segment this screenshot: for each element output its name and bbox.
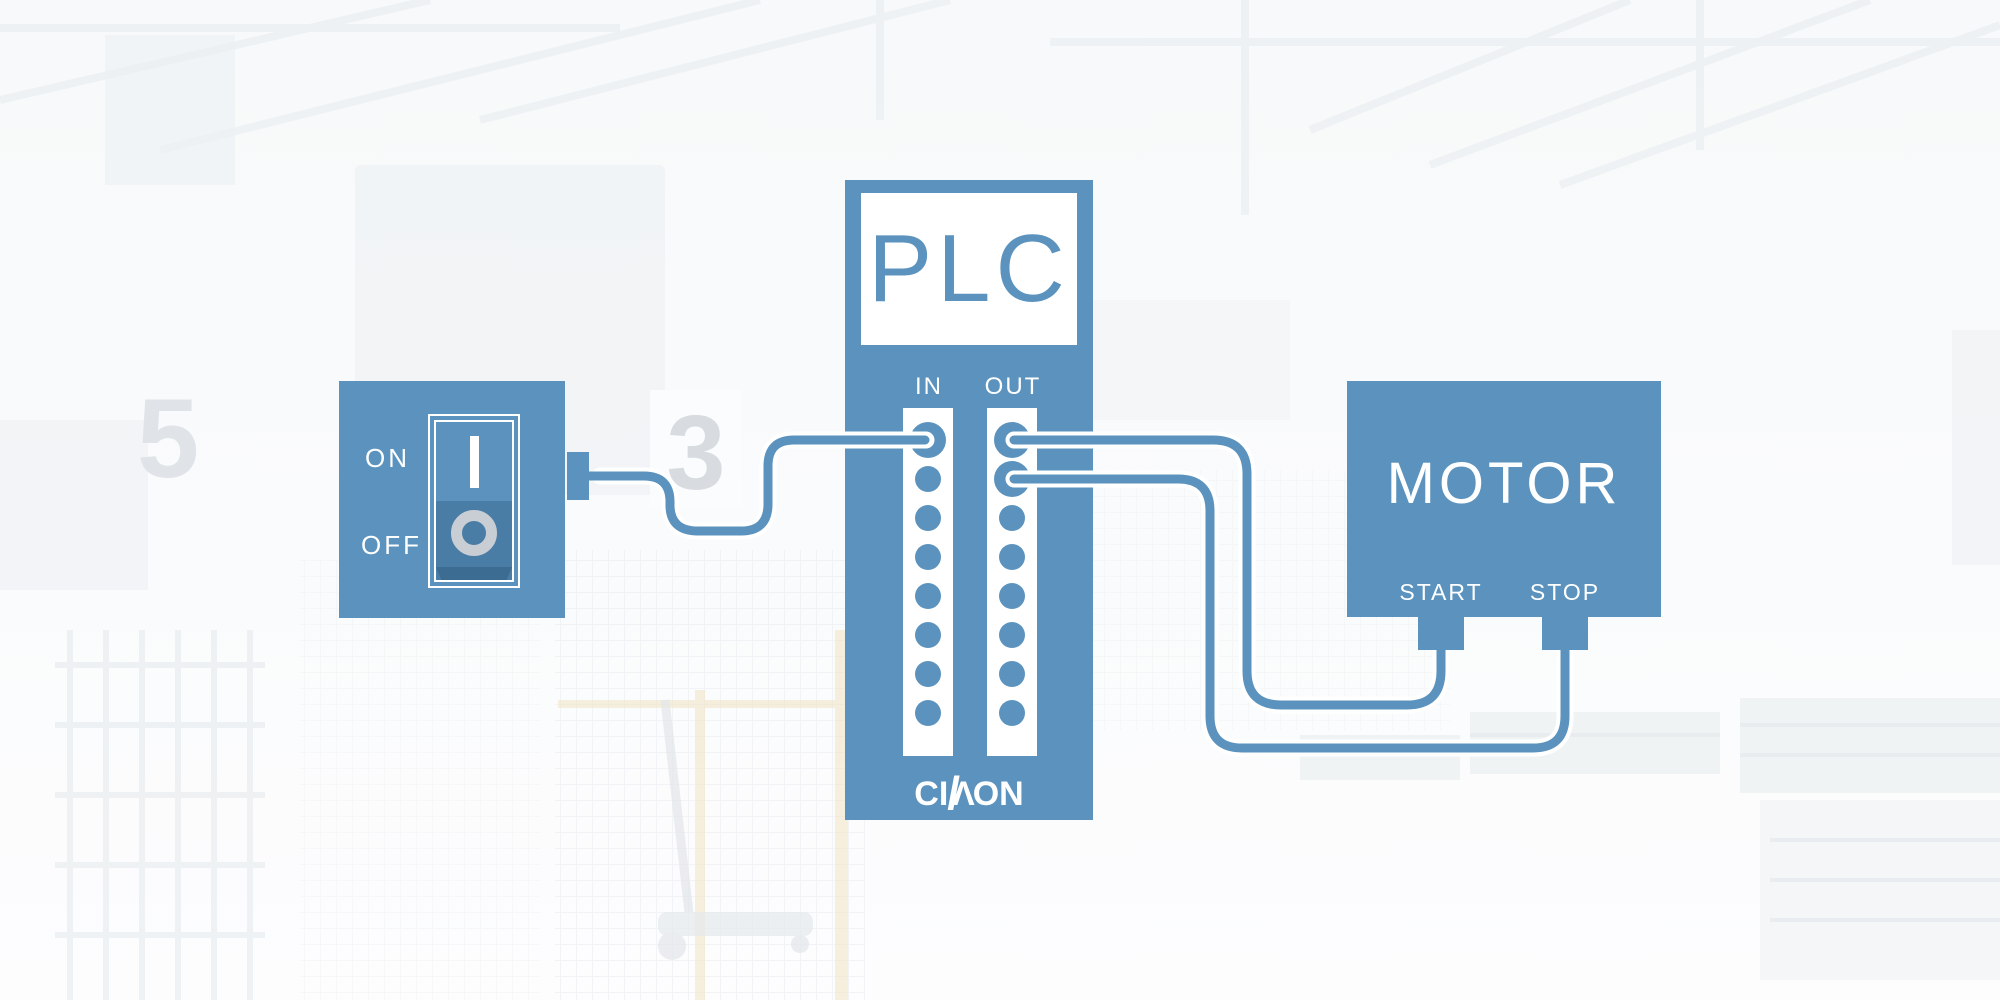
rocker-switch-frame [428,414,520,588]
out-port-7 [999,661,1025,687]
in-port-2 [915,466,941,492]
out-port-3 [999,505,1025,531]
in-port-5 [915,583,941,609]
motor-title: MOTOR [1386,451,1622,516]
out-port-2 [999,466,1025,492]
pallet-stripes [1470,723,2000,922]
switch-on-label: ON [365,443,410,473]
plc-out-port-strip [987,408,1037,756]
faint-pillar-number-3: 3 [667,394,726,512]
in-port-3 [915,505,941,531]
motor-start-terminal [1418,617,1464,650]
pallet-stacks [1300,698,2000,980]
on-symbol-icon [469,436,479,488]
in-port-4 [915,544,941,570]
in-port-8 [915,700,941,726]
out-port-5 [999,583,1025,609]
background-machines [0,35,2000,590]
cimon-logo-slash: / [947,767,961,819]
off-symbol-icon [451,510,497,556]
ceiling-trusses [0,0,2000,215]
motor-unit: MOTOR START STOP [1347,381,1661,617]
pallet-truck [658,699,813,960]
in-port-7 [915,661,941,687]
rocker-on-half [436,422,512,501]
plc-out-label: OUT [984,373,1042,400]
safety-fence-far-left [300,560,540,1000]
switch-off-label: OFF [361,530,422,560]
out-port-4 [999,544,1025,570]
cimon-logo-on: ON [972,775,1024,813]
in-port-1 [915,427,941,453]
switch-panel: ON OFF [339,381,565,618]
motor-stop-terminal [1542,617,1588,650]
in-port-6 [915,622,941,648]
cimon-logo-peak: Λ [952,775,975,813]
rocker-shadow [436,567,512,580]
switch-output-terminal [567,452,589,500]
out-port-8 [999,700,1025,726]
cimon-logo: CI/ΛON [845,766,1093,816]
storage-rack [55,630,265,1000]
motor-start-label: START [1399,579,1483,605]
plc-title: PLC [868,215,1070,322]
rocker-off-half [436,501,512,580]
out-port-1 [999,427,1025,453]
faint-pillar-number-5: 5 [137,376,199,501]
out-port-6 [999,622,1025,648]
motor-stop-label: STOP [1529,579,1601,605]
plc-title-box: PLC [861,193,1077,345]
cimon-logo-ci: CI [914,775,949,813]
plc-in-port-strip [903,408,953,756]
plc-unit: PLC IN OUT CI/ΛON [845,180,1093,820]
plc-in-label: IN [915,373,943,400]
rocker-switch[interactable] [434,420,514,582]
